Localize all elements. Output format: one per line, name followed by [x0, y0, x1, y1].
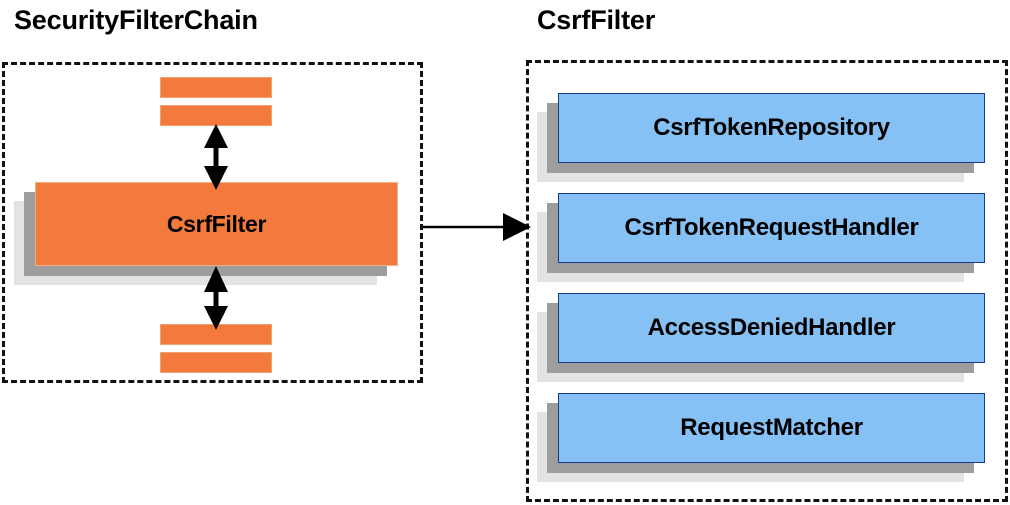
block-request-matcher: RequestMatcher	[537, 393, 985, 482]
block-csrf-token-repository: CsrfTokenRepository	[537, 93, 985, 182]
block-face: AccessDeniedHandler	[558, 293, 985, 363]
block-csrf-token-request-handler: CsrfTokenRequestHandler	[537, 193, 985, 282]
block-label: AccessDeniedHandler	[647, 314, 896, 341]
filter-bar-bottom-2	[160, 352, 272, 373]
panel-csrf-filter	[526, 60, 1008, 502]
block-face: CsrfFilter	[35, 182, 398, 266]
block-label: RequestMatcher	[680, 414, 863, 441]
block-access-denied-handler: AccessDeniedHandler	[537, 293, 985, 382]
block-face: RequestMatcher	[558, 393, 985, 463]
filter-bar-bottom-1	[160, 324, 272, 345]
block-face: CsrfTokenRepository	[558, 93, 985, 163]
panel-title-security-filter-chain: SecurityFilterChain	[14, 5, 258, 35]
block-label: CsrfTokenRepository	[653, 114, 890, 141]
block-label: CsrfTokenRequestHandler	[624, 214, 919, 241]
filter-bar-top-1	[160, 77, 272, 98]
block-csrf-filter: CsrfFilter	[14, 182, 398, 285]
panel-security-filter-chain	[2, 62, 423, 383]
block-label: CsrfFilter	[166, 210, 267, 237]
block-face: CsrfTokenRequestHandler	[558, 193, 985, 263]
filter-bar-top-2	[160, 105, 272, 126]
panel-title-csrf-filter: CsrfFilter	[537, 5, 656, 35]
connector-arrow-right	[423, 213, 531, 241]
